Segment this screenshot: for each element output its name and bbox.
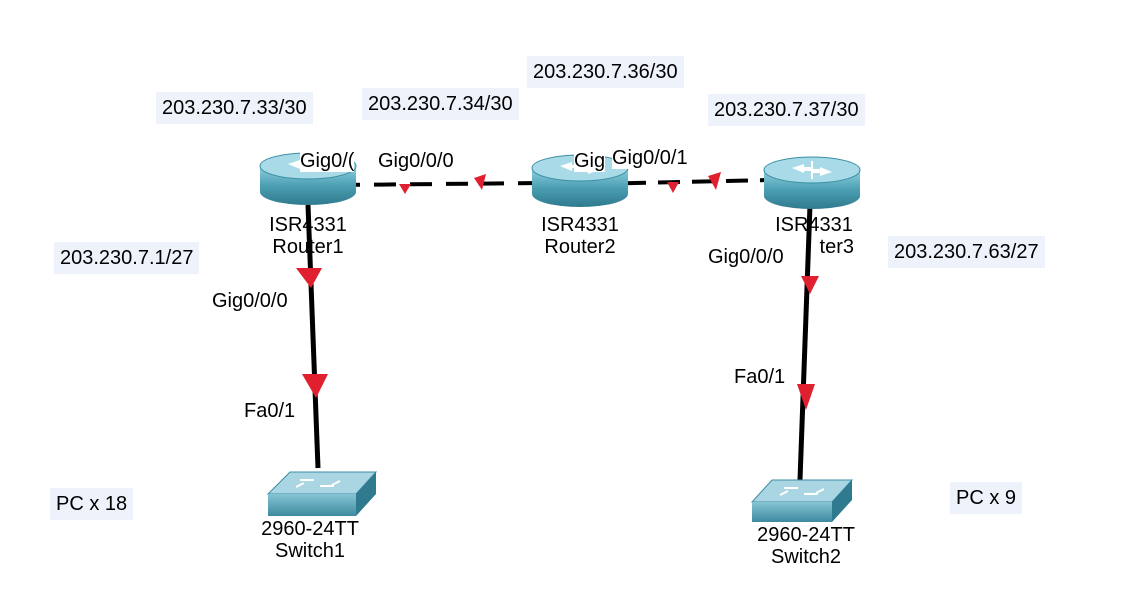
router3-name: ter3	[819, 236, 854, 258]
switch2-name: Switch2	[770, 546, 842, 568]
switch2-model: 2960-24TT	[757, 524, 855, 546]
switch2-icon[interactable]	[750, 479, 854, 522]
switch2-label: 2960-24TT Switch2	[736, 524, 876, 568]
port-label-r2-left: Gig0/0/0	[378, 150, 454, 172]
router3-model: ISR4331	[775, 214, 853, 236]
router1-label: ISR4331 Router1	[256, 214, 360, 258]
note-net-r1-r2: 203.230.7.33/30	[156, 92, 313, 124]
port-label-r3-down: Gig0/0/0	[708, 246, 784, 268]
switch1-icon[interactable]	[266, 471, 378, 516]
link-router1-router2[interactable]	[337, 174, 541, 194]
router1-name: Router1	[272, 236, 344, 258]
port-label-sw2-up: Fa0/1	[734, 366, 786, 388]
switch1-model: 2960-24TT	[261, 518, 359, 540]
switch1-name: Switch1	[274, 540, 346, 562]
note-lan1-gw: 203.230.7.1/27	[54, 242, 200, 274]
port-label-r1-right: Gig0/(	[300, 150, 355, 172]
port-label-r3-left: Gig0/0/1	[612, 147, 688, 169]
switch1-label: 2960-24TT Switch1	[240, 518, 380, 562]
note-net-r2-r3: 203.230.7.36/30	[527, 56, 684, 88]
link-router1-switch1[interactable]	[296, 204, 328, 469]
link-router3-switch2[interactable]	[797, 204, 819, 481]
router2-model: ISR4331	[541, 214, 619, 236]
link-router2-router3[interactable]	[589, 172, 771, 193]
note-r3-right: 203.230.7.37/30	[708, 94, 865, 126]
router3-label: ISR4331 ter3	[762, 214, 866, 258]
port-label-r2-right: Gig	[574, 150, 606, 172]
port-label-sw1-up: Fa0/1	[244, 400, 296, 422]
port-label-r1-down: Gig0/0/0	[212, 290, 288, 312]
note-r2-left: 203.230.7.34/30	[362, 88, 519, 120]
router2-label: ISR4331 Router2	[528, 214, 632, 258]
router2-name: Router2	[544, 236, 616, 258]
note-pc-count-left: PC x 18	[50, 488, 134, 520]
note-pc-count-right: PC x 9	[950, 482, 1023, 514]
note-lan2-gw: 203.230.7.63/27	[888, 236, 1045, 268]
router3-icon[interactable]	[763, 156, 861, 209]
router1-model: ISR4331	[269, 214, 347, 236]
